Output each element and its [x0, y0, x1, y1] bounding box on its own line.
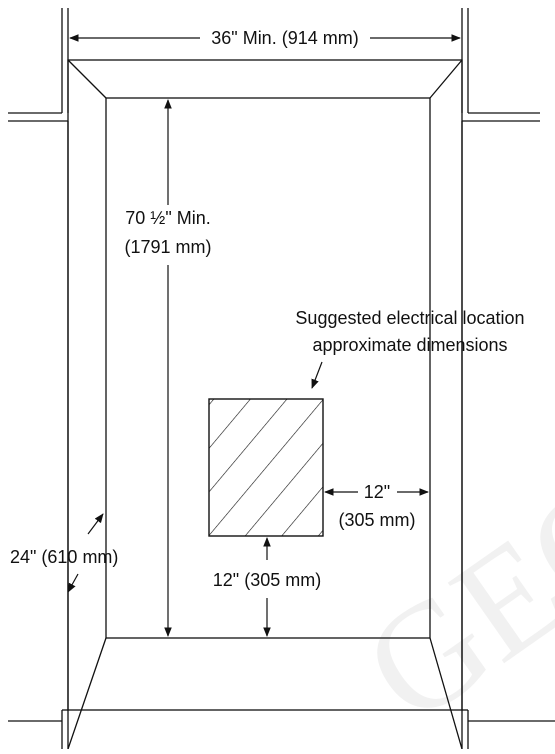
- watermark: GEOED Since: [336, 115, 555, 754]
- electrical-location-box: [208, 398, 324, 537]
- width-label: 36" Min. (914 mm): [211, 28, 358, 48]
- depth-label: 24" (610 mm): [10, 547, 118, 567]
- watermark-text: GEOED Since: [336, 115, 555, 749]
- height-label-line1: 70 ½" Min.: [125, 208, 210, 228]
- side-offset-label-line2: (305 mm): [338, 510, 415, 530]
- floor-offset-label: 12" (305 mm): [213, 570, 321, 590]
- depth-dimension: [67, 513, 104, 593]
- side-offset-label-line1: 12": [364, 482, 390, 502]
- opening: [67, 59, 463, 750]
- left-wall: [8, 8, 69, 749]
- height-label-line2: (1791 mm): [124, 237, 211, 257]
- electrical-label-line1: Suggested electrical location: [295, 308, 524, 328]
- electrical-pointer-arrow: [311, 361, 323, 389]
- electrical-label-line2: approximate dimensions: [312, 335, 507, 355]
